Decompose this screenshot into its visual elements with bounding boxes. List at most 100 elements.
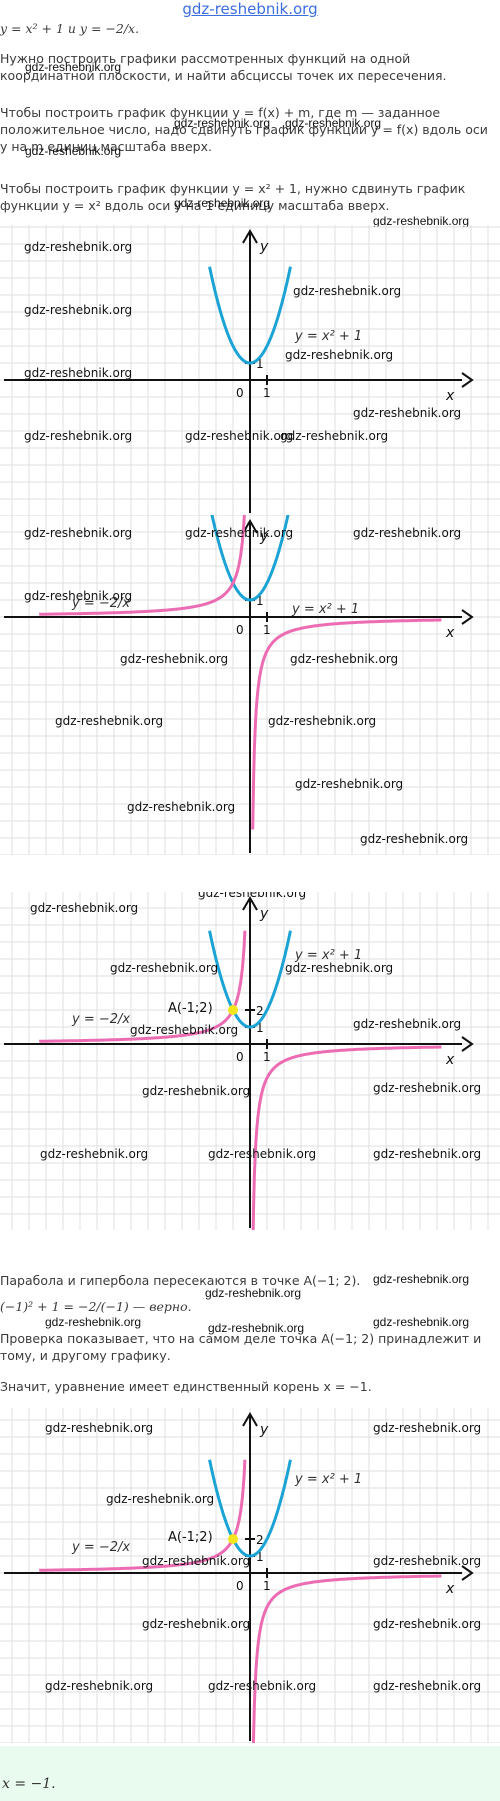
watermark: gdz-reshebnik.org bbox=[373, 1421, 481, 1435]
watermark: gdz-reshebnik.org bbox=[45, 1315, 142, 1329]
watermark: gdz-reshebnik.org bbox=[174, 116, 271, 130]
x-axis-arrow bbox=[461, 1036, 474, 1052]
site-link[interactable]: gdz-reshebnik.org bbox=[182, 0, 318, 18]
watermark: gdz-reshebnik.org bbox=[373, 214, 470, 228]
y-axis-label: y bbox=[259, 239, 269, 255]
answer-text: x = −1. bbox=[2, 1776, 56, 1792]
y-tick-label: 1 bbox=[256, 594, 264, 608]
watermark: gdz-reshebnik.org bbox=[353, 526, 461, 540]
watermark: gdz-reshebnik.org bbox=[373, 1315, 470, 1329]
watermark: gdz-reshebnik.org bbox=[127, 800, 235, 814]
point-label: A(-1;2) bbox=[168, 1530, 213, 1545]
watermark: gdz-reshebnik.org bbox=[290, 652, 398, 666]
watermark: gdz-reshebnik.org bbox=[55, 714, 163, 728]
watermark: gdz-reshebnik.org bbox=[353, 1017, 461, 1031]
y-axis-arrow bbox=[242, 519, 258, 534]
watermark: gdz-reshebnik.org bbox=[280, 429, 388, 443]
intersection-text: Парабола и гипербола пересекаются в точк… bbox=[0, 1273, 361, 1288]
x-tick-label: 1 bbox=[263, 623, 271, 637]
watermark: gdz-reshebnik.org bbox=[373, 1147, 481, 1161]
y-axis-arrow bbox=[242, 1412, 258, 1427]
watermark: gdz-reshebnik.org bbox=[130, 1023, 238, 1037]
hyperbola-right-branch bbox=[251, 1574, 442, 1743]
watermark: gdz-reshebnik.org bbox=[142, 1084, 250, 1098]
watermark: gdz-reshebnik.org bbox=[142, 1617, 250, 1631]
watermark: gdz-reshebnik.org bbox=[208, 1321, 305, 1335]
watermark: gdz-reshebnik.org bbox=[205, 1286, 302, 1300]
answer-box: x = −1. bbox=[0, 1746, 500, 1801]
hyperbola-left-branch bbox=[39, 1459, 247, 1572]
shift-rule-text: Чтобы построить график функции y = f(x) … bbox=[0, 105, 488, 154]
watermark: gdz-reshebnik.org bbox=[120, 652, 228, 666]
parabola-curve bbox=[208, 930, 292, 1029]
watermark: gdz-reshebnik.org bbox=[268, 714, 376, 728]
parabola-rule-text: Чтобы построить график функции y = x² + … bbox=[0, 181, 466, 213]
watermark: gdz-reshebnik.org bbox=[285, 961, 393, 975]
watermark: gdz-reshebnik.org bbox=[40, 1147, 148, 1161]
origin-label: 0 bbox=[236, 1050, 244, 1064]
x-axis-label: x bbox=[445, 388, 455, 404]
watermark: gdz-reshebnik.org bbox=[142, 1554, 250, 1568]
watermark: gdz-reshebnik.org bbox=[373, 1554, 481, 1568]
intersection-point bbox=[228, 1534, 238, 1544]
y-tick-label: 1 bbox=[256, 1021, 264, 1035]
parabola-curve bbox=[208, 266, 292, 365]
hyperbola-right-branch bbox=[251, 618, 442, 830]
y-axis-arrow bbox=[242, 229, 258, 244]
watermark: gdz-reshebnik.org bbox=[353, 406, 461, 420]
watermark: gdz-reshebnik.org bbox=[373, 1679, 481, 1693]
y-axis-label: y bbox=[259, 1422, 269, 1438]
conclusion-text: Значит, уравнение имеет единственный кор… bbox=[0, 1379, 372, 1394]
watermark: gdz-reshebnik.org bbox=[24, 240, 132, 254]
x-axis-label: x bbox=[445, 625, 455, 641]
watermark: gdz-reshebnik.org bbox=[106, 1492, 214, 1506]
watermark: gdz-reshebnik.org bbox=[360, 832, 468, 846]
watermark: gdz-reshebnik.org bbox=[24, 303, 132, 317]
watermark: gdz-reshebnik.org bbox=[110, 961, 218, 975]
x-axis-arrow bbox=[461, 609, 474, 625]
watermark: gdz-reshebnik.org bbox=[25, 60, 122, 74]
x-tick-label: 1 bbox=[263, 1579, 271, 1593]
hyperbola-right-branch bbox=[251, 1045, 442, 1230]
y-tick-label: 2 bbox=[256, 1004, 264, 1018]
x-axis-arrow bbox=[461, 1565, 474, 1581]
hyperbola-label: y = −2/x bbox=[71, 596, 130, 611]
parabola-curve bbox=[208, 1459, 292, 1558]
watermark: gdz-reshebnik.org bbox=[373, 1617, 481, 1631]
watermark: gdz-reshebnik.org bbox=[25, 144, 122, 158]
y-tick-label: 2 bbox=[256, 1533, 264, 1547]
watermark: gdz-reshebnik.org bbox=[198, 892, 306, 900]
x-axis-arrow bbox=[461, 372, 474, 388]
watermark: gdz-reshebnik.org bbox=[24, 526, 132, 540]
watermark: gdz-reshebnik.org bbox=[45, 1421, 153, 1435]
task-text: Нужно построить графики рассмотренных фу… bbox=[0, 51, 447, 83]
hyperbola-label: y = −2/x bbox=[71, 1012, 130, 1027]
verification-text: Проверка показывает, что на самом деле т… bbox=[0, 1331, 482, 1363]
watermark: gdz-reshebnik.org bbox=[293, 284, 401, 298]
hyperbola-left-branch bbox=[39, 515, 246, 616]
y-tick-label: 1 bbox=[256, 1550, 264, 1564]
watermark: gdz-reshebnik.org bbox=[185, 429, 293, 443]
x-axis-label: x bbox=[445, 1581, 455, 1597]
watermark: gdz-reshebnik.org bbox=[295, 777, 403, 791]
parabola-label: y = x² + 1 bbox=[294, 329, 362, 344]
parabola-label: y = x² + 1 bbox=[294, 948, 362, 963]
watermark: gdz-reshebnik.org bbox=[285, 348, 393, 362]
y-axis-label: y bbox=[259, 906, 269, 922]
check-text: (−1)² + 1 = −2/(−1) — верно. bbox=[0, 1299, 192, 1314]
watermark: gdz-reshebnik.org bbox=[30, 901, 138, 915]
watermark: gdz-reshebnik.org bbox=[373, 1081, 481, 1095]
x-axis-label: x bbox=[445, 1052, 455, 1068]
origin-label: 0 bbox=[236, 386, 244, 400]
parabola-curve bbox=[210, 515, 290, 602]
intro-line: y = x² + 1 и y = −2/x. bbox=[0, 21, 140, 36]
watermark: gdz-reshebnik.org bbox=[24, 429, 132, 443]
watermark: gdz-reshebnik.org bbox=[285, 116, 382, 130]
y-axis-arrow bbox=[242, 896, 258, 911]
origin-label: 0 bbox=[236, 623, 244, 637]
y-tick-label: 1 bbox=[256, 357, 264, 371]
watermark: gdz-reshebnik.org bbox=[185, 526, 293, 540]
origin-label: 0 bbox=[236, 1579, 244, 1593]
